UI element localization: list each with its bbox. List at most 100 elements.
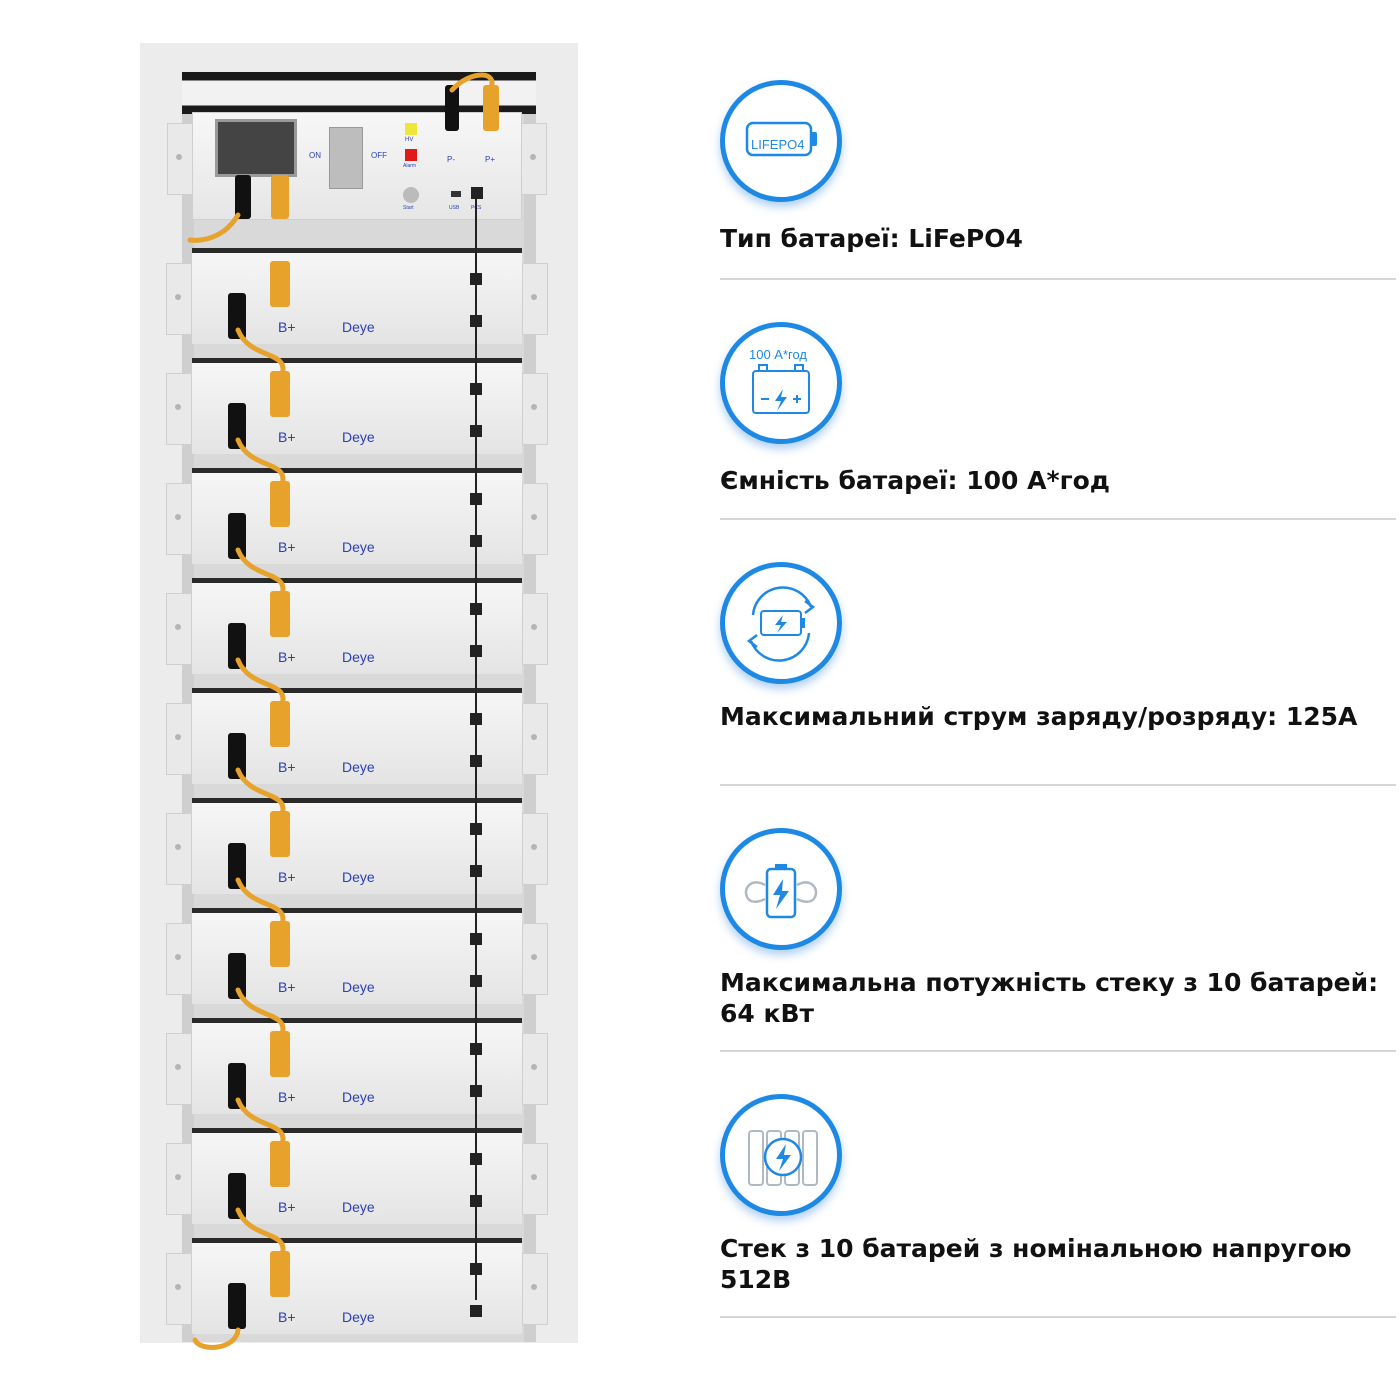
mount-ear xyxy=(522,1143,548,1215)
neg-connector xyxy=(228,513,246,559)
mount-ear xyxy=(166,1253,192,1325)
neg-connector xyxy=(228,953,246,999)
mount-ear xyxy=(522,263,548,335)
battery-module: B+ Deye xyxy=(166,358,548,454)
module-pos-label: B+ xyxy=(278,649,296,665)
pos-connector xyxy=(270,1251,290,1297)
divider xyxy=(720,278,1396,280)
module-brand: Deye xyxy=(342,649,375,665)
mount-ear xyxy=(166,263,192,335)
pos-connector xyxy=(270,811,290,857)
module-brand: Deye xyxy=(342,319,375,335)
battery-module: B+ Deye xyxy=(166,248,548,344)
off-label: OFF xyxy=(371,151,387,160)
neg-connector xyxy=(228,1283,246,1329)
hv-label: HV xyxy=(405,137,414,143)
battery-module: B+ Deye xyxy=(166,798,548,894)
usb-label: USB xyxy=(449,205,460,211)
mount-ear xyxy=(522,483,548,555)
start-label: Start xyxy=(403,205,414,211)
rack-cables xyxy=(187,72,495,1350)
module-pos-label: B+ xyxy=(278,1199,296,1215)
module-brand: Deye xyxy=(342,1309,375,1325)
mount-ear xyxy=(166,593,192,665)
mount-ear xyxy=(166,1033,192,1105)
pos-connector xyxy=(270,921,290,967)
module-brand: Deye xyxy=(342,1089,375,1105)
module-brand: Deye xyxy=(342,429,375,445)
spec-title: Стек з 10 батарей з номінальною напругою… xyxy=(720,1234,1352,1294)
neg-connector xyxy=(228,843,246,889)
battery-module: B+ Deye xyxy=(166,1018,548,1114)
mount-ear xyxy=(166,923,192,995)
p-neg-connector xyxy=(445,85,459,131)
bms-neg-connector xyxy=(235,175,251,219)
mount-ear xyxy=(521,123,547,195)
neg-connector xyxy=(228,293,246,339)
p-neg-label: P- xyxy=(447,155,455,164)
neg-connector xyxy=(228,1173,246,1219)
module-pos-label: B+ xyxy=(278,539,296,555)
neg-connector xyxy=(228,403,246,449)
spec-title: Ємність батареї: 100 А*год xyxy=(720,466,1110,495)
start-button xyxy=(403,187,419,203)
capacity-icon-label: 100 А*год xyxy=(749,347,808,362)
module-pos-label: B+ xyxy=(278,1089,296,1105)
mount-ear xyxy=(167,123,193,195)
mount-ear xyxy=(522,813,548,885)
usb-port xyxy=(451,191,461,197)
mount-ear xyxy=(522,1253,548,1325)
module-pos-label: B+ xyxy=(278,979,296,995)
mount-ear xyxy=(166,703,192,775)
module-brand: Deye xyxy=(342,869,375,885)
divider xyxy=(720,1316,1396,1318)
mount-ear xyxy=(522,1033,548,1105)
mount-ear xyxy=(166,373,192,445)
mount-ear xyxy=(166,483,192,555)
comm-port xyxy=(470,1305,482,1317)
battery-module: B+ Deye xyxy=(166,578,548,674)
mount-ear xyxy=(522,923,548,995)
pos-connector xyxy=(270,261,290,307)
neg-connector xyxy=(228,1063,246,1109)
rack-top-bar xyxy=(182,72,536,114)
module-pos-label: B+ xyxy=(278,759,296,775)
module-brand: Deye xyxy=(342,539,375,555)
mount-ear xyxy=(166,1143,192,1215)
bms-display-screen xyxy=(215,119,297,177)
module-brand: Deye xyxy=(342,759,375,775)
pos-connector xyxy=(270,701,290,747)
battery-module: B+ Deye xyxy=(166,688,548,784)
p-pos-connector xyxy=(483,85,499,131)
car-battery-icon: 100 А*год xyxy=(720,322,842,444)
module-brand: Deye xyxy=(342,1199,375,1215)
module-pos-label: B+ xyxy=(278,1309,296,1325)
bms-control-unit: ON OFF HV Alarm Start USB PCS P- P+ xyxy=(167,85,547,220)
breaker-switch xyxy=(329,127,363,189)
battery-module: B+ Deye xyxy=(166,1238,548,1334)
charge-cycle-icon xyxy=(720,562,842,684)
bms-pos-connector xyxy=(271,175,289,219)
module-brand: Deye xyxy=(342,979,375,995)
lifepo4-battery-icon: LIFEPO4 xyxy=(720,80,842,202)
mount-ear xyxy=(522,593,548,665)
battery-module: B+ Deye xyxy=(166,1128,548,1224)
mount-ear xyxy=(166,813,192,885)
mount-ear xyxy=(522,373,548,445)
mount-ear xyxy=(522,703,548,775)
neg-connector xyxy=(228,623,246,669)
divider xyxy=(720,1050,1396,1052)
pos-connector xyxy=(270,1031,290,1077)
neg-connector xyxy=(228,733,246,779)
module-pos-label: B+ xyxy=(278,869,296,885)
pos-connector xyxy=(270,371,290,417)
strong-battery-icon xyxy=(720,828,842,950)
spec-title: Тип батареї: LiFePO4 xyxy=(720,224,1023,253)
battery-module: B+ Deye xyxy=(166,468,548,564)
pos-connector xyxy=(270,481,290,527)
hv-indicator xyxy=(405,123,417,135)
spec-title: Максимальний струм заряду/розряду: 125А xyxy=(720,702,1358,731)
spec-title: Максимальна потужність стеку з 10 батаре… xyxy=(720,968,1379,1028)
module-pos-label: B+ xyxy=(278,429,296,445)
divider xyxy=(720,784,1396,786)
